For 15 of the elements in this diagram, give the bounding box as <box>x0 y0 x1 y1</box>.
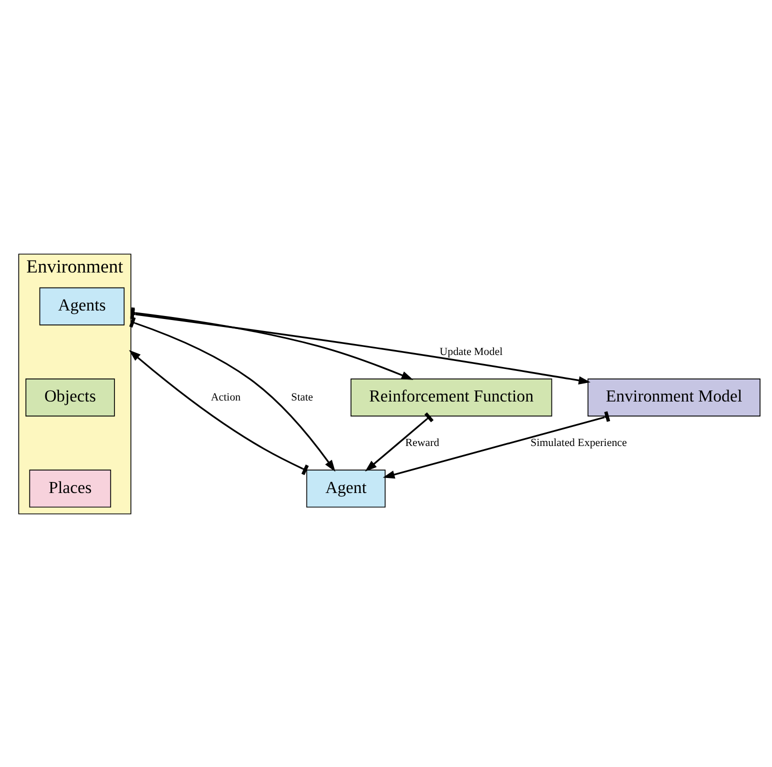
node-box: Places <box>29 469 112 508</box>
node-box: Objects <box>25 378 115 416</box>
node-box: Agents <box>39 286 125 325</box>
edge-label: Reward <box>405 436 440 448</box>
arrow <box>129 316 336 472</box>
edge-label: Simulated Experience <box>530 436 627 448</box>
arrow <box>128 349 309 475</box>
arrow <box>382 410 610 478</box>
edge-label: State <box>291 390 314 403</box>
node-box: Agent <box>306 469 386 508</box>
node-box: Reinforcement Function <box>350 378 552 416</box>
edge-label: Update Model <box>440 345 503 358</box>
edge-label: Action <box>210 390 241 403</box>
arrow <box>365 412 434 472</box>
node-box: Environment Model <box>588 378 760 416</box>
